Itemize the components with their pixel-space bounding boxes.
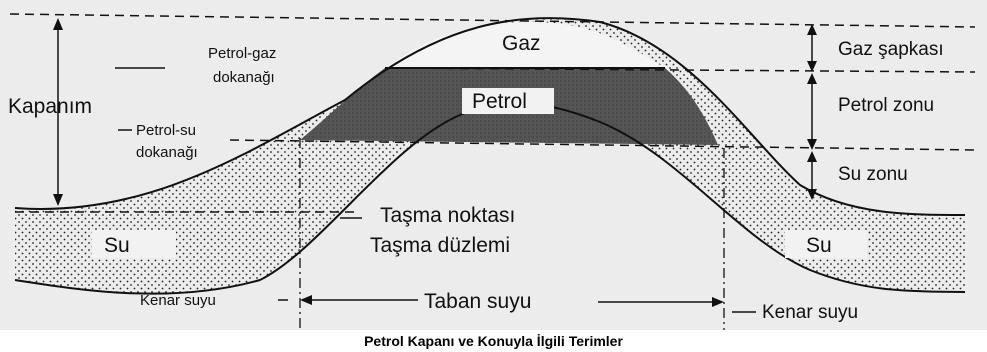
oil-zone-label: Petrol zonu [838, 95, 934, 116]
gas-cap-region [385, 22, 665, 68]
top-dashed-line [9, 13, 976, 28]
gas-cap-arrow-head-top [807, 24, 817, 35]
water-right-box [785, 230, 867, 258]
gas-cap-arrow-head-bottom [807, 61, 817, 72]
trap-diagram: Gaz Petrol Su Su Kapanım Petrol-gaz doka… [0, 0, 987, 330]
water-right-label: Su [806, 234, 832, 257]
water-zone-label: Su zonu [838, 164, 908, 185]
oil-water-contact-label-1: Petrol-su [136, 122, 196, 139]
reservoir-layer [15, 18, 965, 294]
water-left-box [92, 230, 176, 258]
edge-water-right-label: Kenar suyu [762, 302, 858, 323]
bottom-water-arrow-head-left [300, 295, 312, 305]
trap-arrow-head-bottom [53, 194, 63, 206]
oil-label-box [462, 88, 554, 114]
spill-point-label: Taşma noktası [380, 204, 515, 227]
oil-zone-arrow-head-top [807, 73, 817, 84]
water-zone-arrow-head-bottom [807, 189, 817, 200]
gas-oil-contact-label-2: dokanağı [213, 69, 275, 86]
gas-cap-label: Gaz şapkası [838, 39, 944, 60]
oil-water-contact-label-2: dokanağı [136, 144, 198, 161]
edge-water-left-label: Kenar suyu [140, 292, 216, 309]
water-zone-arrow-head-top [807, 151, 817, 162]
trap-label: Kapanım [8, 95, 92, 118]
bottom-water-label: Taban suyu [424, 290, 531, 313]
oil-label: Petrol [472, 90, 527, 113]
bottom-water-arrow-head-right [712, 297, 724, 307]
spill-plane-label: Taşma düzlemi [370, 234, 510, 257]
oil-water-contact-line [229, 139, 976, 151]
gas-oil-contact-label-1: Petrol-gaz [208, 45, 276, 62]
figure-caption: Petrol Kapanı ve Konuyla İlgili Terimler [364, 333, 623, 349]
water-left-label: Su [104, 234, 130, 257]
oil-zone-arrow-head-bottom [807, 139, 817, 150]
anticline-top-line [14, 17, 966, 216]
gas-label: Gaz [502, 32, 541, 55]
trap-arrow-head-top [53, 18, 63, 30]
